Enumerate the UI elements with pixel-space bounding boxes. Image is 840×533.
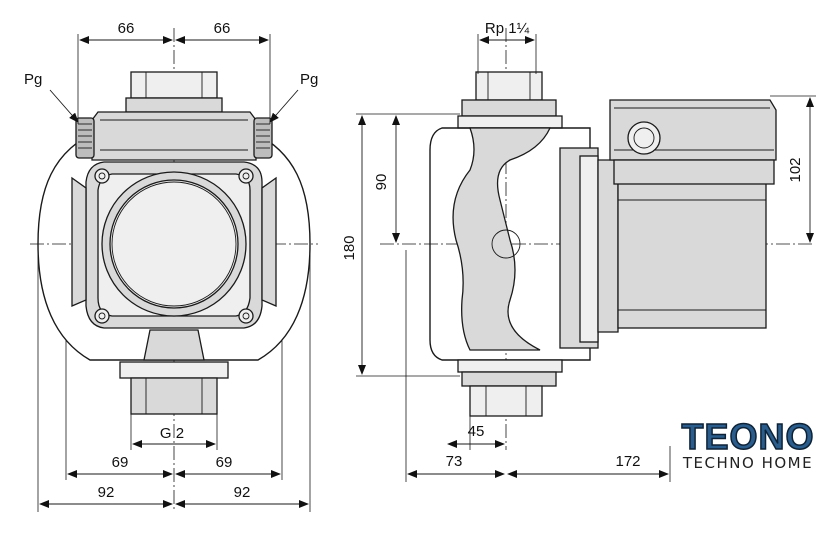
dim-side-left: 73 (446, 453, 463, 470)
dim-front-outer-left: 92 (98, 484, 115, 501)
front-bolt-top-left (94, 168, 110, 184)
dim-motor-height: 102 (787, 157, 804, 182)
side-top-nut (461, 99, 557, 117)
front-left-lug (71, 176, 87, 307)
front-bolt-top-right (238, 168, 254, 184)
side-terminal-knob (627, 121, 661, 155)
front-bottom-neck (143, 329, 205, 361)
side-volute (452, 127, 552, 351)
front-pump-housing-outline (37, 129, 311, 361)
logo-wordmark: TEONO (681, 416, 815, 457)
front-dimensions: 66 66 Pg Pg G 2 69 69 92 92 (24, 20, 318, 512)
dim-front-outer-right: 92 (234, 484, 251, 501)
side-top-flange (457, 115, 563, 129)
front-right-lug (261, 176, 277, 307)
side-dimensions: Rp 1¼ 180 90 102 45 73 172 (341, 20, 816, 482)
dim-side-half: 90 (373, 174, 390, 191)
front-rotor-ring-inner (109, 179, 239, 309)
side-bottom-flange (457, 359, 563, 373)
label-pg-right: Pg (300, 71, 318, 88)
side-terminal-base (613, 159, 775, 185)
dim-side-total: 180 (341, 235, 358, 260)
front-view (30, 28, 318, 512)
front-top-port (130, 71, 218, 99)
front-bottom-port (130, 377, 218, 415)
dim-thread-g2: G 2 (160, 425, 184, 442)
dim-front-inner-right: 69 (216, 454, 233, 471)
front-bolt-bottom-right (238, 308, 254, 324)
side-bottom-nut (461, 371, 557, 387)
dim-front-inner-left: 69 (112, 454, 129, 471)
front-top-bridge (91, 111, 257, 161)
side-top-port (475, 71, 543, 101)
brand-logo: TEONO TECHNO HOME (664, 416, 832, 472)
dim-side-bottom-port: 45 (468, 423, 485, 440)
side-pump-body (429, 127, 591, 361)
dim-front-top-right: 66 (214, 20, 231, 37)
logo-tagline: TECHNO HOME (682, 454, 814, 472)
front-bottom-flange (119, 361, 229, 379)
side-motor-flange (597, 159, 619, 333)
label-pg-left: Pg (24, 71, 42, 88)
front-bolt-bottom-left (94, 308, 110, 324)
dim-front-top-left: 66 (118, 20, 135, 37)
side-bottom-port (469, 385, 543, 417)
dim-side-right: 172 (615, 453, 640, 470)
front-bolts (94, 168, 254, 324)
side-motor-body (617, 179, 767, 329)
front-top-nut (125, 97, 223, 113)
dim-side-port: Rp 1¼ (485, 20, 530, 37)
side-view (380, 28, 814, 450)
